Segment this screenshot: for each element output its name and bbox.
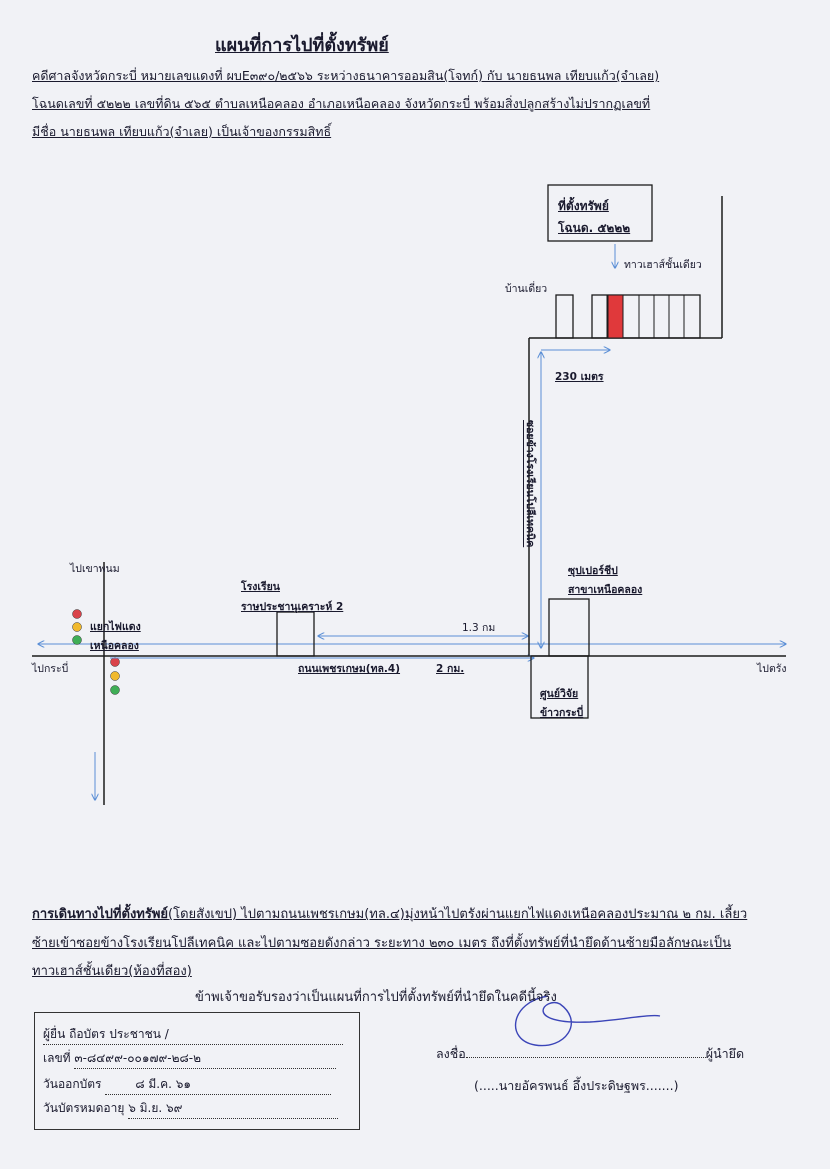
id-card-row-3: วันออกบัตร ๘ มี.ค. ๖๑	[43, 1075, 332, 1095]
expiry-date-value: ๖ มิ.ย. ๖๙	[128, 1099, 339, 1119]
school-label-2: ราษประชานุเคราะห์ 2	[241, 601, 344, 613]
supermarket-label-2: สาขาเหนือคลอง	[568, 584, 643, 596]
case-description-line-1: คดีศาลจังหวัดกระบี่ หมายเลขแดงที่ ผบE๓๙๐…	[32, 68, 660, 83]
id-card-row-4: วันบัตรหมดอายุ ๖ มิ.ย. ๖๙	[43, 1099, 339, 1119]
research-label-1: ศูนย์วิจัย	[540, 688, 579, 700]
route-line-2: ซ้ายเข้าซอยข้างโรงเรียนโปลีเทคนิค และไปต…	[32, 936, 731, 951]
soi-label: ซอยข้างโรงเรียนโปลีเทคนิค	[524, 420, 536, 548]
issue-date-value: ๘ มี.ค. ๖๑	[105, 1075, 332, 1095]
expiry-date-label: วันบัตรหมดอายุ	[43, 1101, 125, 1115]
distance-1-3-label: 1.3 กม	[462, 622, 496, 634]
school-building	[276, 611, 315, 657]
to-krabi-label: ไปกระบี่	[32, 663, 69, 675]
id-card-box: ผู้ยื่น ถือบัตร ประชาชน / เลขที่ ๓-๘๔๙๙-…	[34, 1012, 360, 1130]
id-card-row-1: ผู้ยื่น ถือบัตร ประชาชน /	[43, 1025, 343, 1045]
case-description-line-2: โฉนดเลขที่ ๕๒๒๒ เลขที่ดิน ๕๖๕ ตำบลเหนือค…	[32, 96, 651, 111]
sign-label: ลงชื่อ	[436, 1046, 466, 1061]
page-title: แผนที่การไปที่ตั้งทรัพย์	[215, 35, 389, 56]
supermarket-building	[548, 598, 590, 657]
id-card-type: ผู้ยื่น ถือบัตร ประชาชน /	[43, 1025, 343, 1045]
signer-name: (.....นายอัครพนธ์ อึ้งประดิษฐพร.......)	[474, 1078, 679, 1093]
property-box-line-1: ที่ตั้งทรัพย์	[558, 199, 609, 213]
school-label-1: โรงเรียน	[241, 581, 280, 593]
townhouse-row	[591, 294, 701, 339]
research-centre-building	[530, 655, 589, 719]
supermarket-label-1: ซุปเปอร์ชีป	[568, 565, 618, 577]
traffic-light-yellow	[72, 622, 82, 632]
single-house-building	[555, 294, 574, 339]
signature-line: ลงชื่อ ผู้นำยึด	[436, 1044, 744, 1064]
route-heading: การเดินทางไปที่ตั้งทรัพย์	[32, 907, 169, 922]
townhouse-label: ทาวเฮาส์ชั้นเดียว	[624, 259, 702, 271]
property-box-line-2: โฉนด. ๕๒๒๒	[558, 221, 631, 235]
to-trang-label: ไปตรัง	[757, 663, 787, 675]
traffic-light-red-2	[110, 657, 120, 667]
single-house-label: บ้านเดี่ยว	[505, 283, 548, 295]
id-card-row-2: เลขที่ ๓-๘๔๙๙-๐๐๑๗๙-๒๘-๒	[43, 1049, 337, 1069]
traffic-light-label-2: เหนือคลอง	[90, 640, 139, 652]
road-label: ถนนเพชรเกษม(ทล.4)	[298, 663, 401, 675]
traffic-light-label-1: แยกไฟแดง	[90, 621, 141, 633]
distance-2-label: 2 กม.	[436, 663, 465, 675]
signer-role: ผู้นำยึด	[705, 1046, 745, 1061]
research-label-2: ข้าวกระบี่	[540, 707, 584, 719]
property-label-box	[547, 184, 653, 242]
signature-scribble	[514, 995, 661, 1047]
traffic-light-yellow-2	[110, 671, 120, 681]
id-number-label: เลขที่	[43, 1051, 71, 1065]
traffic-light-red	[72, 609, 82, 619]
certification-statement: ข้าพเจ้าขอรับรองว่าเป็นแผนที่การไปที่ตั้…	[195, 990, 557, 1005]
issue-date-label: วันออกบัตร	[43, 1077, 102, 1091]
to-khao-phanom-label: ไปเขาพนม	[70, 563, 120, 575]
traffic-light-green	[72, 635, 82, 645]
route-line-1-rest: (โดยสังเขป) ไปตามถนนเพชรเกษม(ทล.๔)มุ่งหน…	[168, 907, 748, 922]
route-line-1: การเดินทางไปที่ตั้งทรัพย์(โดยสังเขป) ไปต…	[32, 903, 747, 924]
property-unit	[607, 294, 624, 339]
case-description-line-3: มีชื่อ นายธนพล เทียบแก้ว(จำเลย) เป็นเจ้า…	[32, 124, 332, 139]
distance-230-label: 230 เมตร	[555, 371, 604, 383]
id-number-value: ๓-๘๔๙๙-๐๐๑๗๙-๒๘-๒	[74, 1049, 337, 1069]
route-line-3: ทาวเฮาส์ชั้นเดียว(ห้องที่สอง)	[32, 964, 192, 979]
traffic-light-green-2	[110, 685, 120, 695]
